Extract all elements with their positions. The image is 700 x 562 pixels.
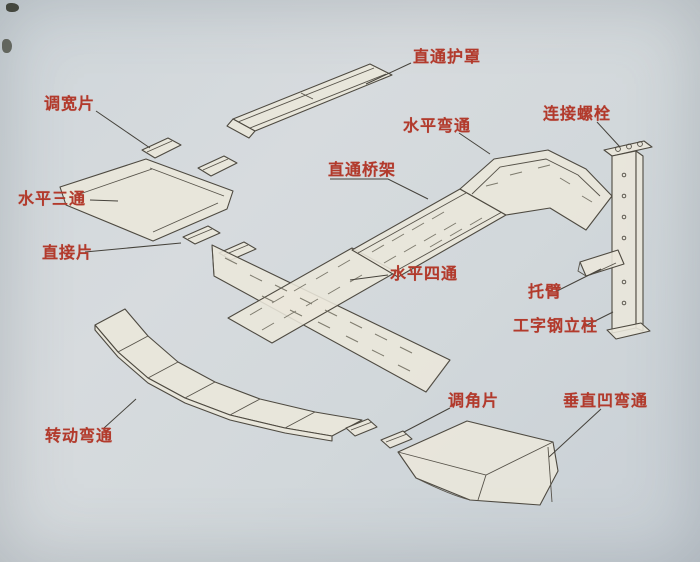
part-width-adjust-pieces: [141, 137, 238, 177]
diagram-label-bracket-arm: 托臂: [528, 282, 563, 301]
diagram-label-straight-cover: 直通护罩: [413, 47, 482, 66]
leader-line-angle-adjust-piece: [403, 407, 451, 433]
leader-line-horizontal-tee: [89, 199, 119, 202]
diagram-label-rotating-elbow: 转动弯通: [45, 426, 114, 445]
diagram-label-connector-piece: 直接片: [42, 243, 94, 262]
ink-smudge-top-left: [6, 3, 19, 12]
leader-line-vertical-inside-elbow: [548, 408, 602, 458]
part-horizontal-tee: [59, 158, 234, 242]
diagram-label-i-beam-column: 工字钢立柱: [513, 316, 599, 335]
bolt-icon: [615, 146, 621, 152]
leader-line-horizontal-elbow: [458, 132, 491, 155]
diagram-label-horizontal-tee: 水平三通: [18, 189, 87, 208]
leader-line-i-beam-column: [584, 311, 614, 327]
diagram-label-width-adjust-piece: 调宽片: [44, 94, 96, 113]
part-horizontal-cross: [211, 244, 451, 393]
part-vertical-elbow: [397, 420, 559, 506]
bolt-icon: [637, 141, 643, 147]
leader-line-straight-cover: [365, 62, 412, 85]
part-bracket-arm: [577, 249, 625, 277]
part-angle-pieces: [345, 418, 413, 449]
leader-line-width-adjust-piece: [95, 110, 151, 149]
leader-line-straight-tray: [330, 178, 429, 200]
hatch-marks: [224, 164, 593, 372]
leader-line-bracket-arm: [556, 268, 602, 292]
leader-line-connecting-bolt: [596, 121, 621, 148]
part-i-beam-column: [603, 140, 653, 340]
leader-line-connector-piece: [84, 242, 182, 253]
leader-line-horizontal-cross: [349, 274, 389, 281]
leader-line-rotating-elbow: [103, 398, 137, 429]
diagram-label-angle-adjust-piece: 调角片: [448, 391, 500, 410]
bolt-icon: [626, 143, 632, 150]
diagram-label-connecting-bolt: 连接螺栓: [543, 104, 612, 123]
diagram-label-vertical-inside-elbow: 垂直凹弯通: [563, 391, 649, 410]
diagram-label-horizontal-elbow: 水平弯通: [403, 116, 472, 135]
ink-smudge-left-edge: [2, 39, 12, 53]
diagram-label-horizontal-cross: 水平四通: [390, 264, 459, 283]
part-rotating-elbow: [94, 308, 363, 442]
diagram-label-straight-tray: 直通桥架: [328, 160, 397, 179]
part-straight-cover: [226, 63, 393, 139]
